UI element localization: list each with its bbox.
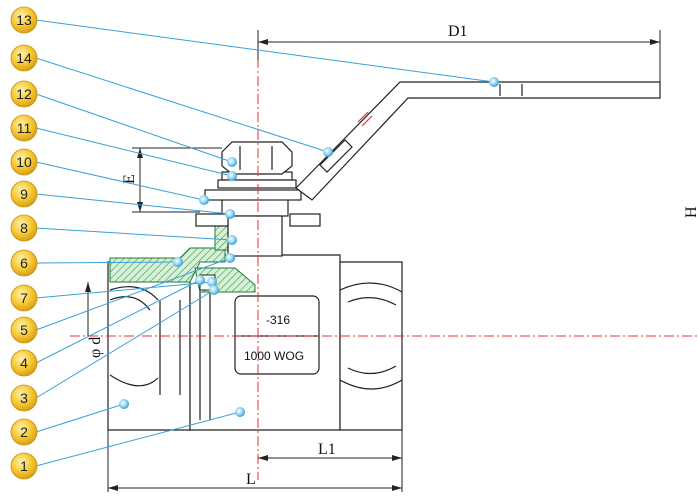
callout-10: 10 [10, 148, 38, 176]
callout-badge [10, 214, 38, 242]
leader-line-8 [35, 227, 233, 241]
callout-number: 1 [20, 458, 28, 474]
leader-line-6 [35, 261, 179, 264]
callout-number: 14 [16, 50, 32, 66]
callout-badge [10, 114, 38, 142]
part-marker-13 [489, 77, 499, 87]
part-marker-7 [207, 277, 217, 287]
callout-number: 4 [20, 355, 28, 371]
callout-badge [10, 284, 38, 312]
centerlines [70, 40, 698, 480]
callout-9: 9 [10, 180, 38, 208]
dim-e-label: E [121, 174, 138, 184]
leader-line-5 [35, 257, 231, 331]
callout-number: 8 [20, 220, 28, 236]
dim-l-label: L [246, 471, 256, 488]
callout-list: 13 14 12 11 10 9 8 6 7 5 4 3 2 1 [10, 6, 38, 480]
leader-line-9 [35, 193, 231, 215]
callout-badge [10, 452, 38, 480]
callout-1: 1 [10, 452, 38, 480]
dim-l1-label: L1 [318, 441, 336, 458]
leader-line-4 [35, 279, 201, 364]
callout-3: 3 [10, 384, 38, 412]
part-marker-6 [173, 257, 183, 267]
callout-number: 11 [17, 120, 32, 136]
part-marker-11 [227, 171, 237, 181]
leader-lines [35, 19, 495, 467]
leader-line-14 [35, 57, 329, 153]
leader-line-7 [35, 281, 213, 299]
callout-badge [10, 316, 38, 344]
callout-12: 12 [10, 80, 38, 108]
part-marker-5 [225, 253, 235, 263]
material-label: -316 [266, 313, 290, 327]
dim-d1-label: D1 [448, 23, 468, 40]
callout-number: 3 [20, 390, 28, 406]
leader-line-3 [35, 289, 215, 399]
part-marker-8 [227, 235, 237, 245]
part-marker-4 [195, 275, 205, 285]
part-marker-10 [199, 195, 209, 205]
callout-badge [10, 180, 38, 208]
callout-11: 11 [10, 114, 38, 142]
callout-badge [10, 80, 38, 108]
dim-phi-d-label: φ d [87, 337, 104, 358]
callout-badge [10, 6, 38, 34]
leader-line-11 [35, 127, 233, 177]
callout-number: 9 [20, 186, 28, 202]
callout-2: 2 [10, 418, 38, 446]
callout-number: 6 [20, 255, 28, 271]
callout-number: 2 [20, 424, 28, 440]
rating-label: 1000 WOG [244, 349, 304, 363]
callout-14: 14 [10, 44, 38, 72]
part-marker-1 [235, 407, 245, 417]
callout-6: 6 [10, 249, 38, 277]
callout-7: 7 [10, 284, 38, 312]
callout-5: 5 [10, 316, 38, 344]
leader-line-1 [35, 411, 241, 467]
callout-badge [10, 418, 38, 446]
callout-number: 5 [20, 322, 28, 338]
part-marker-3 [209, 285, 219, 295]
stem-assembly [195, 141, 321, 257]
callout-badge [10, 249, 38, 277]
callout-badge [10, 384, 38, 412]
callout-8: 8 [10, 214, 38, 242]
part-marker-14 [323, 147, 333, 157]
callout-badge [10, 44, 38, 72]
leader-line-12 [35, 93, 233, 163]
leader-line-10 [35, 161, 205, 201]
leader-line-13 [35, 19, 495, 83]
callout-13: 13 [10, 6, 38, 34]
dim-h-label: H [683, 206, 698, 218]
part-marker-12 [227, 157, 237, 167]
callout-number: 7 [20, 290, 28, 306]
part-marker-2 [119, 399, 129, 409]
callout-4: 4 [10, 349, 38, 377]
callout-number: 10 [16, 154, 32, 170]
leader-line-2 [35, 403, 125, 433]
callout-badge [10, 349, 38, 377]
part-markers [119, 77, 499, 417]
handle-lever [295, 81, 661, 201]
part-marker-9 [225, 209, 235, 219]
callout-number: 13 [16, 12, 32, 28]
callout-badge [10, 148, 38, 176]
callout-number: 12 [16, 86, 32, 102]
